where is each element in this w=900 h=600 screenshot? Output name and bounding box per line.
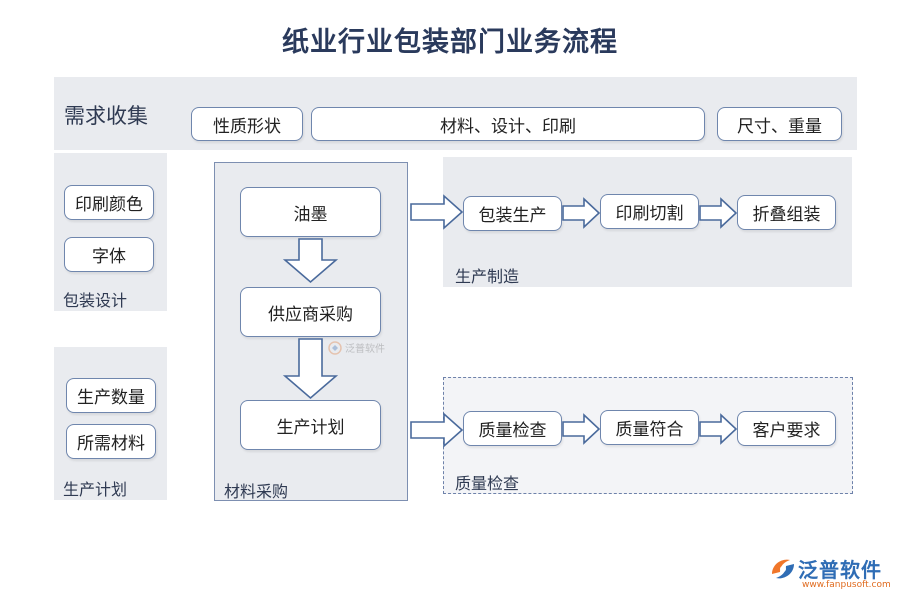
manufacturing-step-fold-assemble: 折叠组装 (737, 195, 836, 230)
quality-label: 质量检查 (455, 474, 520, 493)
demand-collection-label: 需求收集 (64, 104, 148, 128)
down-arrow-ink-to-supplier (282, 238, 339, 284)
right-arrow-package-to-print (562, 197, 601, 229)
manufacturing-label: 生产制造 (455, 267, 520, 286)
package-design-label: 包装设计 (63, 291, 128, 310)
watermark-text: 泛普软件 (345, 344, 385, 355)
demand-item-size-weight: 尺寸、重量 (717, 107, 842, 141)
production-plan-panel (54, 347, 167, 500)
quality-step-conform: 质量符合 (600, 410, 699, 445)
manufacturing-step-package-production: 包装生产 (463, 196, 562, 231)
brand-logo-url: www.fanpusoft.com (802, 580, 891, 590)
down-arrow-supplier-to-plan (282, 338, 339, 400)
brand-logo: 泛普软件 www.fanpusoft.com (768, 552, 893, 596)
manufacturing-step-print-cut: 印刷切割 (600, 194, 699, 229)
brand-logo-name: 泛普软件 (798, 558, 882, 582)
right-arrow-inspection-to-conform (562, 413, 601, 445)
material-step-production-plan: 生产计划 (240, 400, 381, 450)
right-arrow-conform-to-customer (699, 413, 738, 445)
right-arrow-plan-to-quality (410, 412, 464, 448)
watermark-logo-icon (328, 340, 342, 355)
quality-step-customer-requirement: 客户要求 (737, 411, 836, 446)
production-plan-item-quantity: 生产数量 (66, 378, 156, 413)
demand-item-shape: 性质形状 (191, 107, 303, 141)
right-arrow-print-to-fold (699, 197, 738, 229)
material-step-ink: 油墨 (240, 187, 381, 237)
page-title: 纸业行业包装部门业务流程 (282, 27, 618, 58)
package-design-panel (54, 153, 167, 311)
demand-item-material-design-print: 材料、设计、印刷 (311, 107, 705, 141)
production-plan-label: 生产计划 (63, 480, 128, 499)
watermark: 泛普软件 (328, 340, 385, 355)
package-design-item-print-color: 印刷颜色 (64, 185, 154, 220)
right-arrow-ink-to-manufacturing (410, 194, 464, 230)
quality-step-inspection: 质量检查 (463, 411, 562, 446)
production-plan-item-materials: 所需材料 (66, 424, 156, 459)
package-design-item-font: 字体 (64, 237, 154, 272)
material-purchase-label: 材料采购 (224, 482, 289, 501)
brand-logo-icon (772, 559, 794, 579)
material-step-supplier-purchase: 供应商采购 (240, 287, 381, 337)
